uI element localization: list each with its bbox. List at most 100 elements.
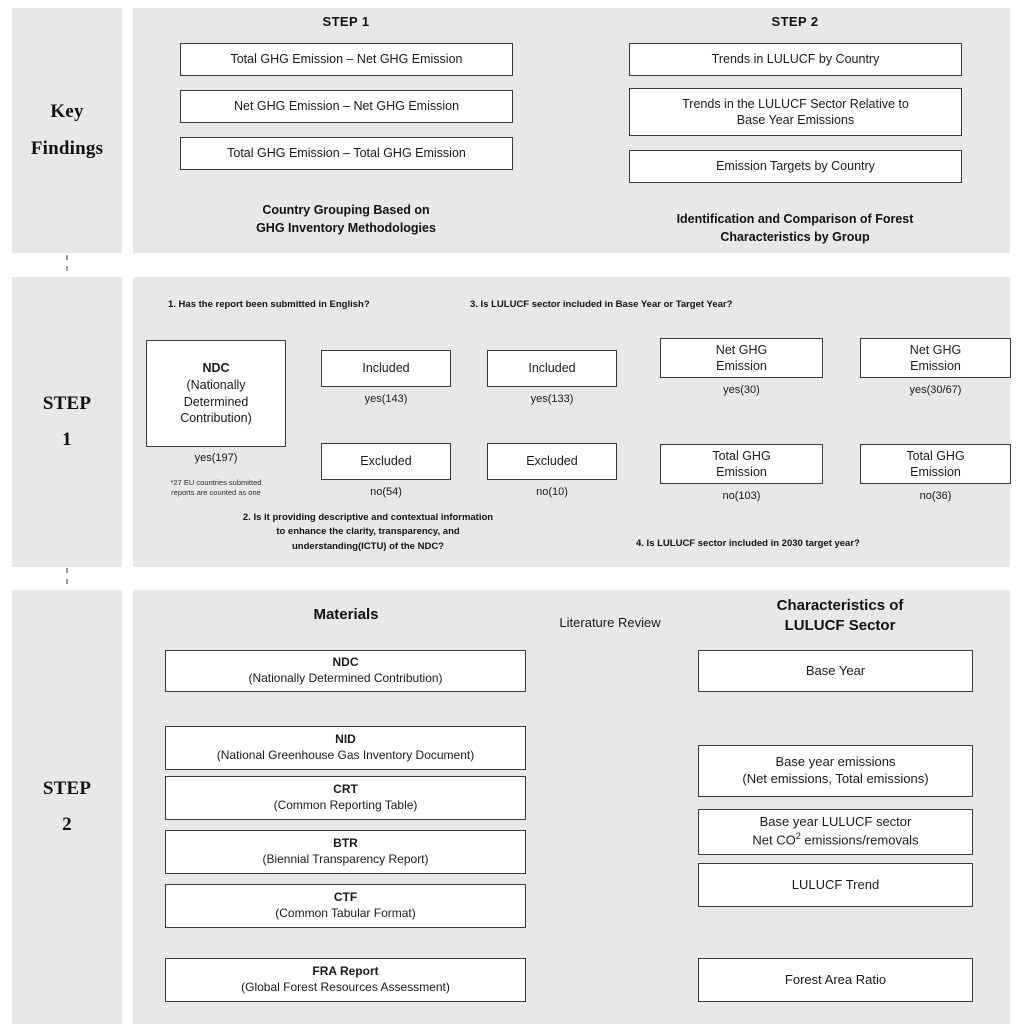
material-box-crt: CRT (Common Reporting Table) xyxy=(165,776,526,820)
material-box-nid-code: NID xyxy=(335,732,356,747)
material-box-nid: NID (National Greenhouse Gas Inventory D… xyxy=(165,726,526,770)
step1-col2-excluded-box: Excluded xyxy=(487,443,617,480)
step1-col3-net-line1: Net GHG xyxy=(715,342,768,357)
material-box-btr-code: BTR xyxy=(333,836,358,851)
characteristic-box-forest-area-ratio-label: Forest Area Ratio xyxy=(784,971,887,987)
row-label-step-1-text: STEP 1 xyxy=(42,392,92,450)
step1-ndc-line2: Determined xyxy=(183,394,249,409)
step1-ndc-note: *27 EU countries submitted reports are c… xyxy=(141,478,291,498)
step1-col2-excluded-count: no(10) xyxy=(536,486,568,498)
step1-col3-total-line1: Total GHG xyxy=(712,448,771,463)
step1-col3-total-line2: Emission xyxy=(716,465,767,479)
step1-ndc-title: NDC xyxy=(202,360,230,375)
kf-step1-box-3-label: Total GHG Emission – Total GHG Emission xyxy=(227,146,466,161)
material-box-ctf-code: CTF xyxy=(333,890,358,905)
step1-col2-excluded-label: Excluded xyxy=(526,454,578,469)
characteristic-box-lulucf-net-co2-line2: Net CO2 emissions/removals xyxy=(752,831,919,848)
step1-col3-net-box: Net GHG Emission xyxy=(660,338,823,378)
step1-col3-total-box: Total GHG Emission xyxy=(660,444,823,484)
characteristic-box-forest-area-ratio: Forest Area Ratio xyxy=(698,958,973,1002)
step1-col4-net-line1: Net GHG xyxy=(909,342,962,357)
material-box-crt-full: (Common Reporting Table) xyxy=(273,798,418,812)
kf-step1-box-2: Net GHG Emission – Net GHG Emission xyxy=(180,90,513,123)
materials-heading: Materials xyxy=(313,606,379,623)
step1-ndc-note-line1: *27 EU countries submitted xyxy=(170,478,262,487)
material-box-btr: BTR (Biennial Transparency Report) xyxy=(165,830,526,874)
characteristic-box-base-year-emissions-line2: (Net emissions, Total emissions) xyxy=(742,771,929,786)
kf-step2-box-3: Emission Targets by Country xyxy=(629,150,962,183)
kf-step1-box-1-label: Total GHG Emission – Net GHG Emission xyxy=(230,52,463,67)
step1-col4-total-line1: Total GHG xyxy=(906,448,965,463)
step1-col2-included-count: yes(133) xyxy=(530,393,574,405)
step1-col4-net-box: Net GHG Emission xyxy=(860,338,1011,378)
characteristic-box-lulucf-net-co2: Base year LULUCF sector Net CO2 emission… xyxy=(698,809,973,855)
characteristic-box-lulucf-net-co2-line1: Base year LULUCF sector xyxy=(759,814,912,830)
material-box-nid-full: (National Greenhouse Gas Inventory Docum… xyxy=(216,748,475,762)
kf-step2-box-2-label-line1: Trends in the LULUCF Sector Relative to xyxy=(682,96,909,111)
kf-step2-box-1: Trends in LULUCF by Country xyxy=(629,43,962,76)
step1-col1-included-box: Included xyxy=(321,350,451,387)
characteristics-heading-line2: LULUCF Sector xyxy=(784,616,896,634)
step1-col4-total-count: no(36) xyxy=(919,490,952,502)
step1-ndc-box: NDC (Nationally Determined Contribution) xyxy=(146,340,286,447)
row-label-key-findings: Key Findings xyxy=(12,8,122,253)
row-label-step-1: STEP 1 xyxy=(12,277,122,567)
material-box-crt-code: CRT xyxy=(333,782,358,797)
kf-step1-box-1: Total GHG Emission – Net GHG Emission xyxy=(180,43,513,76)
characteristic-box-base-year: Base Year xyxy=(698,650,973,692)
step1-col1-excluded-box: Excluded xyxy=(321,443,451,480)
material-box-fra: FRA Report (Global Forest Resources Asse… xyxy=(165,958,526,1002)
kf-step1-outcome-line1: Country Grouping Based on xyxy=(262,203,430,217)
kf-step2-outcome: Identification and Comparison of Forest … xyxy=(640,210,950,246)
kf-step2-box-1-label: Trends in LULUCF by Country xyxy=(711,52,880,67)
kf-step1-box-2-label: Net GHG Emission – Net GHG Emission xyxy=(233,99,460,114)
characteristics-heading: Characteristics of LULUCF Sector xyxy=(700,596,980,635)
step1-col4-total-box: Total GHG Emission xyxy=(860,444,1011,484)
kf-step2-outcome-line1: Identification and Comparison of Forest xyxy=(676,212,914,226)
step1-heading: STEP 1 xyxy=(322,14,370,29)
kf-step1-box-3: Total GHG Emission – Total GHG Emission xyxy=(180,137,513,170)
step1-question-2-line1: 2. Is it providing descriptive and conte… xyxy=(242,512,494,523)
row-label-step-2: STEP 2 xyxy=(12,590,122,1024)
characteristics-heading-line1: Characteristics of xyxy=(776,597,904,614)
step1-col3-net-line2: Emission xyxy=(716,359,767,373)
step1-ndc-note-line2: reports are counted as one xyxy=(171,488,261,498)
step1-col4-net-count: yes(30/67) xyxy=(909,384,962,396)
material-box-ndc-code: NDC xyxy=(332,655,359,670)
kf-step1-outcome-line2: GHG Inventory Methodologies xyxy=(256,221,436,236)
step1-ndc-line3: Contribution) xyxy=(180,411,252,426)
kf-step2-outcome-line2: Characteristics by Group xyxy=(720,230,870,245)
step1-col1-included-label: Included xyxy=(362,361,410,376)
step1-col2-included-label: Included xyxy=(528,361,576,376)
characteristic-box-lulucf-trend-label: LULUCF Trend xyxy=(791,876,880,892)
step1-ndc-line1: (Nationally xyxy=(186,377,246,392)
step1-col1-excluded-count: no(54) xyxy=(370,486,402,498)
kf-step2-box-2-label-line2: Base Year Emissions xyxy=(736,113,855,127)
material-box-fra-code: FRA Report xyxy=(312,964,379,979)
step1-col1-excluded-label: Excluded xyxy=(360,454,412,469)
material-box-ctf-full: (Common Tabular Format) xyxy=(275,906,416,920)
material-box-btr-full: (Biennial Transparency Report) xyxy=(262,852,429,866)
kf-step2-box-2: Trends in the LULUCF Sector Relative to … xyxy=(629,88,962,136)
step1-col2-included-box: Included xyxy=(487,350,617,387)
literature-review-label: Literature Review xyxy=(559,615,661,630)
step1-col4-net-line2: Emission xyxy=(910,359,961,373)
characteristic-box-base-year-emissions: Base year emissions (Net emissions, Tota… xyxy=(698,745,973,797)
characteristic-box-base-year-label: Base Year xyxy=(805,662,866,678)
step1-col4-total-line2: Emission xyxy=(910,465,961,479)
material-box-fra-full: (Global Forest Resources Assessment) xyxy=(241,980,450,994)
characteristic-box-base-year-emissions-line1: Base year emissions xyxy=(775,754,896,770)
step1-question-2: 2. Is it providing descriptive and conte… xyxy=(188,511,548,554)
material-box-ndc: NDC (Nationally Determined Contribution) xyxy=(165,650,526,692)
step1-question-4: 4. Is LULUCF sector included in 2030 tar… xyxy=(636,538,860,549)
material-box-ctf: CTF (Common Tabular Format) xyxy=(165,884,526,928)
step2-heading: STEP 2 xyxy=(771,14,819,29)
step1-col3-net-count: yes(30) xyxy=(723,384,760,396)
characteristic-box-lulucf-trend: LULUCF Trend xyxy=(698,863,973,907)
step1-col3-total-count: no(103) xyxy=(722,490,761,502)
step1-question-1: 1. Has the report been submitted in Engl… xyxy=(168,299,370,310)
material-box-ndc-full: (Nationally Determined Contribution) xyxy=(248,671,443,685)
row-label-step-2-text: STEP 2 xyxy=(42,777,92,835)
step1-ndc-count: yes(197) xyxy=(194,452,238,464)
